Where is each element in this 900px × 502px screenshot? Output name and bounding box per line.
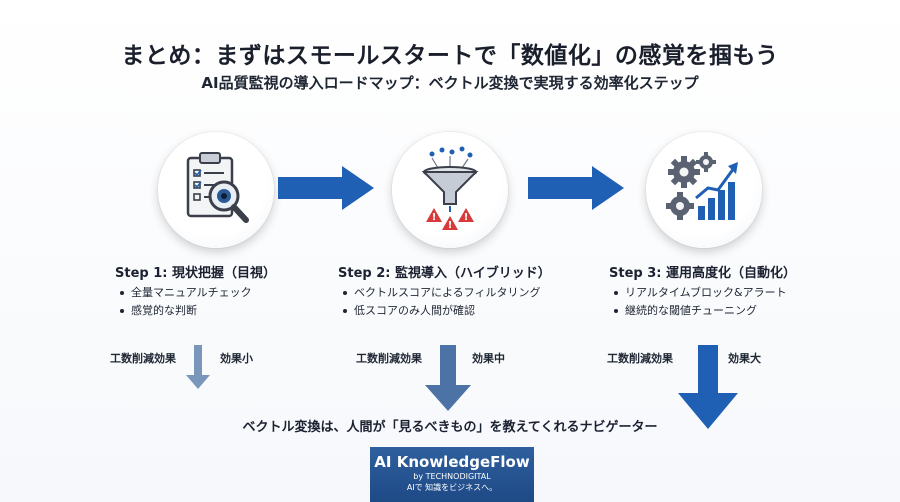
list-item: 低スコアのみ人間が確認 [340,302,540,320]
page-title: まとめ：まずはスモールスタートで「数値化」の感覚を掴もう [121,43,779,69]
step1-effect-label: 効果小 [220,352,253,365]
page-subtitle: AI品質監視の導入ロードマップ：ベクトル変換で実現する効率化ステップ [201,74,699,92]
step2-reduction-label: 工数削減効果 [356,352,422,365]
step1-icon-circle [158,132,274,248]
checklist-magnifier-icon [186,152,249,223]
brand-by: by TECHNODIGITAL [413,472,491,481]
step1-bullets: 全量マニュアルチェック 感覚的な判断 [117,284,252,320]
list-item: ベクトルスコアによるフィルタリング [340,284,540,302]
step3-icon-circle [646,132,762,248]
step3-effect-label: 効果大 [728,352,761,365]
list-item: 全量マニュアルチェック [117,284,252,302]
svg-text:!: ! [464,212,469,223]
list-item: 感覚的な判断 [117,302,252,320]
step3-reduction-label: 工数削減効果 [607,352,673,365]
step2-icon-circle: ! ! ! [392,132,508,248]
step1-title: Step 1: 現状把握（目視） [115,266,276,281]
step2-bullets: ベクトルスコアによるフィルタリング 低スコアのみ人間が確認 [340,284,540,320]
step3-bullets: リアルタイムブロック&アラート 継続的な閾値チューニング [611,284,787,320]
step2-title: Step 2: 監視導入（ハイブリッド） [338,266,551,281]
step3-title: Step 3: 運用高度化（自動化） [609,266,796,281]
brand-logo: AI KnowledgeFlow by TECHNODIGITAL AIで 知識… [370,447,534,502]
brand-tagline: AIで 知識をビジネスへ。 [406,483,498,492]
right-arrow-icon [278,166,374,210]
down-arrow-medium-icon [425,345,471,411]
svg-text:!: ! [432,212,437,223]
svg-text:!: ! [448,220,453,231]
brand-name: AI KnowledgeFlow [374,453,530,471]
step1-reduction-label: 工数削減効果 [110,352,176,365]
list-item: リアルタイムブロック&アラート [611,284,787,302]
down-arrow-large-icon [678,345,738,429]
step2-effect-label: 効果中 [472,352,505,365]
gears-growth-chart-icon [666,152,738,220]
filter-funnel-warning-icon: ! ! ! [421,146,479,231]
right-arrow-icon [528,166,624,210]
down-arrow-small-icon [186,345,210,389]
list-item: 継続的な閾値チューニング [611,302,787,320]
footer-note: ベクトル変換は、人間が「見るべきもの」を教えてくれるナビゲーター [242,420,658,435]
